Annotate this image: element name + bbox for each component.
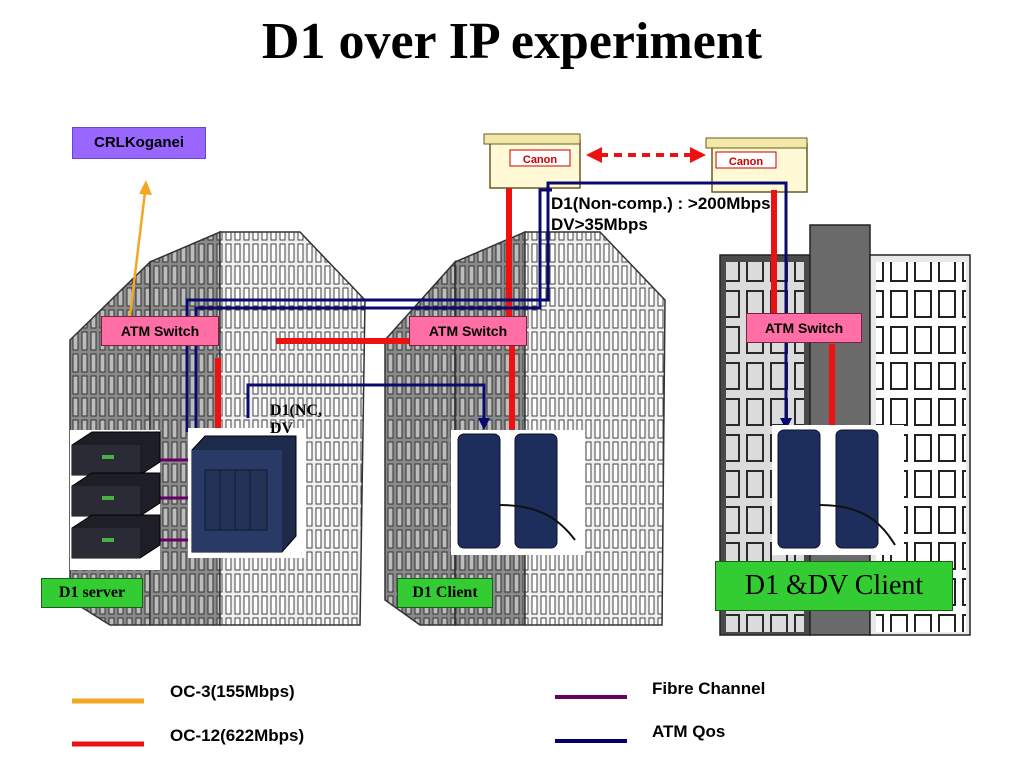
d1-server-racks <box>70 430 161 570</box>
page-title: D1 over IP experiment <box>261 13 763 70</box>
d1-server-label: D1 server <box>41 578 143 608</box>
canon-device-left <box>483 133 581 189</box>
canon-label-left: Canon <box>523 154 558 166</box>
fibre-channel-links <box>158 458 190 542</box>
atm-switch-right: ATM Switch <box>746 313 862 343</box>
canon-label-right: Canon <box>729 156 764 168</box>
middle-client-towers <box>451 430 585 555</box>
canon-wireless-link <box>586 147 706 163</box>
legend-lines <box>72 695 627 747</box>
legend-label-atm-qos: ATM Qos <box>652 722 726 741</box>
rate-line-2: DV>35Mbps <box>551 215 648 234</box>
oc12-links <box>215 188 835 432</box>
atm-qos-arrow-middle <box>478 418 490 430</box>
d1nc-annotation: D1(NC, DV <box>270 402 322 438</box>
oc3-link <box>128 180 152 317</box>
rate-annotation: D1(Non-comp.) : >200Mbps DV>35Mbps <box>551 193 771 235</box>
rate-line-1: D1(Non-comp.) : >200Mbps <box>551 194 771 213</box>
d1-dv-client-label: D1 &DV Client <box>715 561 953 611</box>
legend-label-oc3: OC-3(155Mbps) <box>170 682 295 701</box>
d1-client-label: D1 Client <box>397 578 493 608</box>
legend-label-oc12: OC-12(622Mbps) <box>170 726 305 745</box>
atm-switch-left: ATM Switch <box>101 316 219 346</box>
d1nc-line-1: D1(NC, <box>270 402 322 419</box>
middle-building <box>384 230 666 626</box>
legend-label-fibre: Fibre Channel <box>652 679 766 698</box>
crl-koganei-label: CRLKoganei <box>72 127 206 159</box>
storage-cube <box>188 428 306 558</box>
atm-switch-middle: ATM Switch <box>409 316 527 346</box>
d1nc-line-2: DV <box>270 420 294 437</box>
atm-qos-arrow-right <box>780 418 792 430</box>
right-client-towers <box>772 425 904 555</box>
